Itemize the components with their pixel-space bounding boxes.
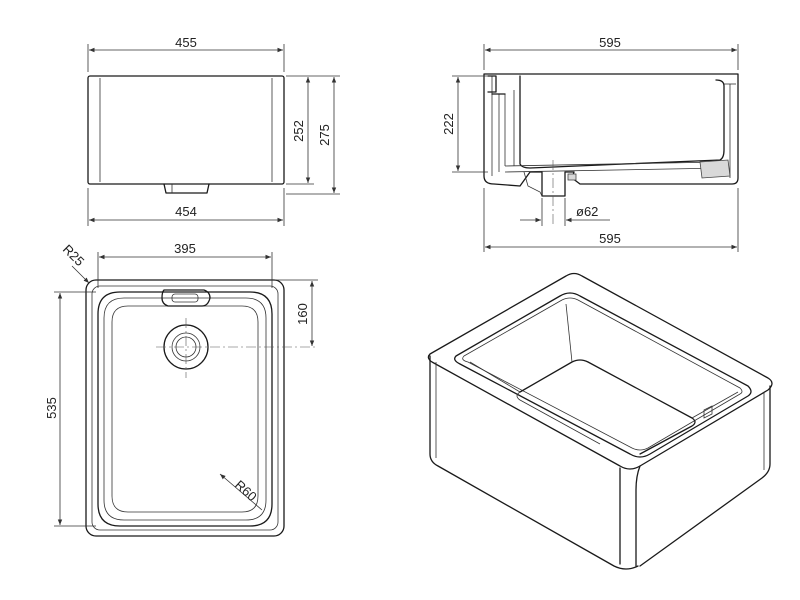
dim-label-252: 252 (291, 120, 306, 142)
dim-label-595-top: 595 (599, 35, 621, 50)
iso-bowl-floor (519, 359, 696, 455)
dim-label-r25: R25 (60, 242, 87, 269)
front-view: 455 454 252 275 (87, 35, 340, 226)
top-view-overflow (161, 289, 211, 307)
dim-label-454: 454 (175, 204, 197, 219)
leader-r60 (219, 473, 263, 511)
dim-label-595-bottom: 595 (599, 231, 621, 246)
side-view-bowl (519, 75, 725, 169)
dim-label-62: ø62 (576, 204, 598, 219)
iso-bowl-opening (454, 292, 752, 458)
top-view-bowl (97, 291, 273, 527)
side-section-view: 595 222 ø62 595 (441, 35, 739, 252)
dim-label-r60: R60 (232, 477, 260, 504)
dim-label-275: 275 (317, 124, 332, 146)
isometric-view (427, 272, 773, 570)
side-view-outline (483, 73, 739, 197)
front-view-outline (87, 75, 285, 185)
dim-label-395: 395 (174, 241, 196, 256)
dim-label-455: 455 (175, 35, 197, 50)
dim-label-535: 535 (44, 397, 59, 419)
top-view-outer-rim (85, 279, 285, 537)
front-view-waste-outlet (163, 183, 210, 194)
top-view: 395 R25 535 160 R60 (44, 241, 318, 537)
dim-label-222: 222 (441, 113, 456, 135)
dim-label-160: 160 (295, 303, 310, 325)
leader-r25 (71, 265, 90, 284)
